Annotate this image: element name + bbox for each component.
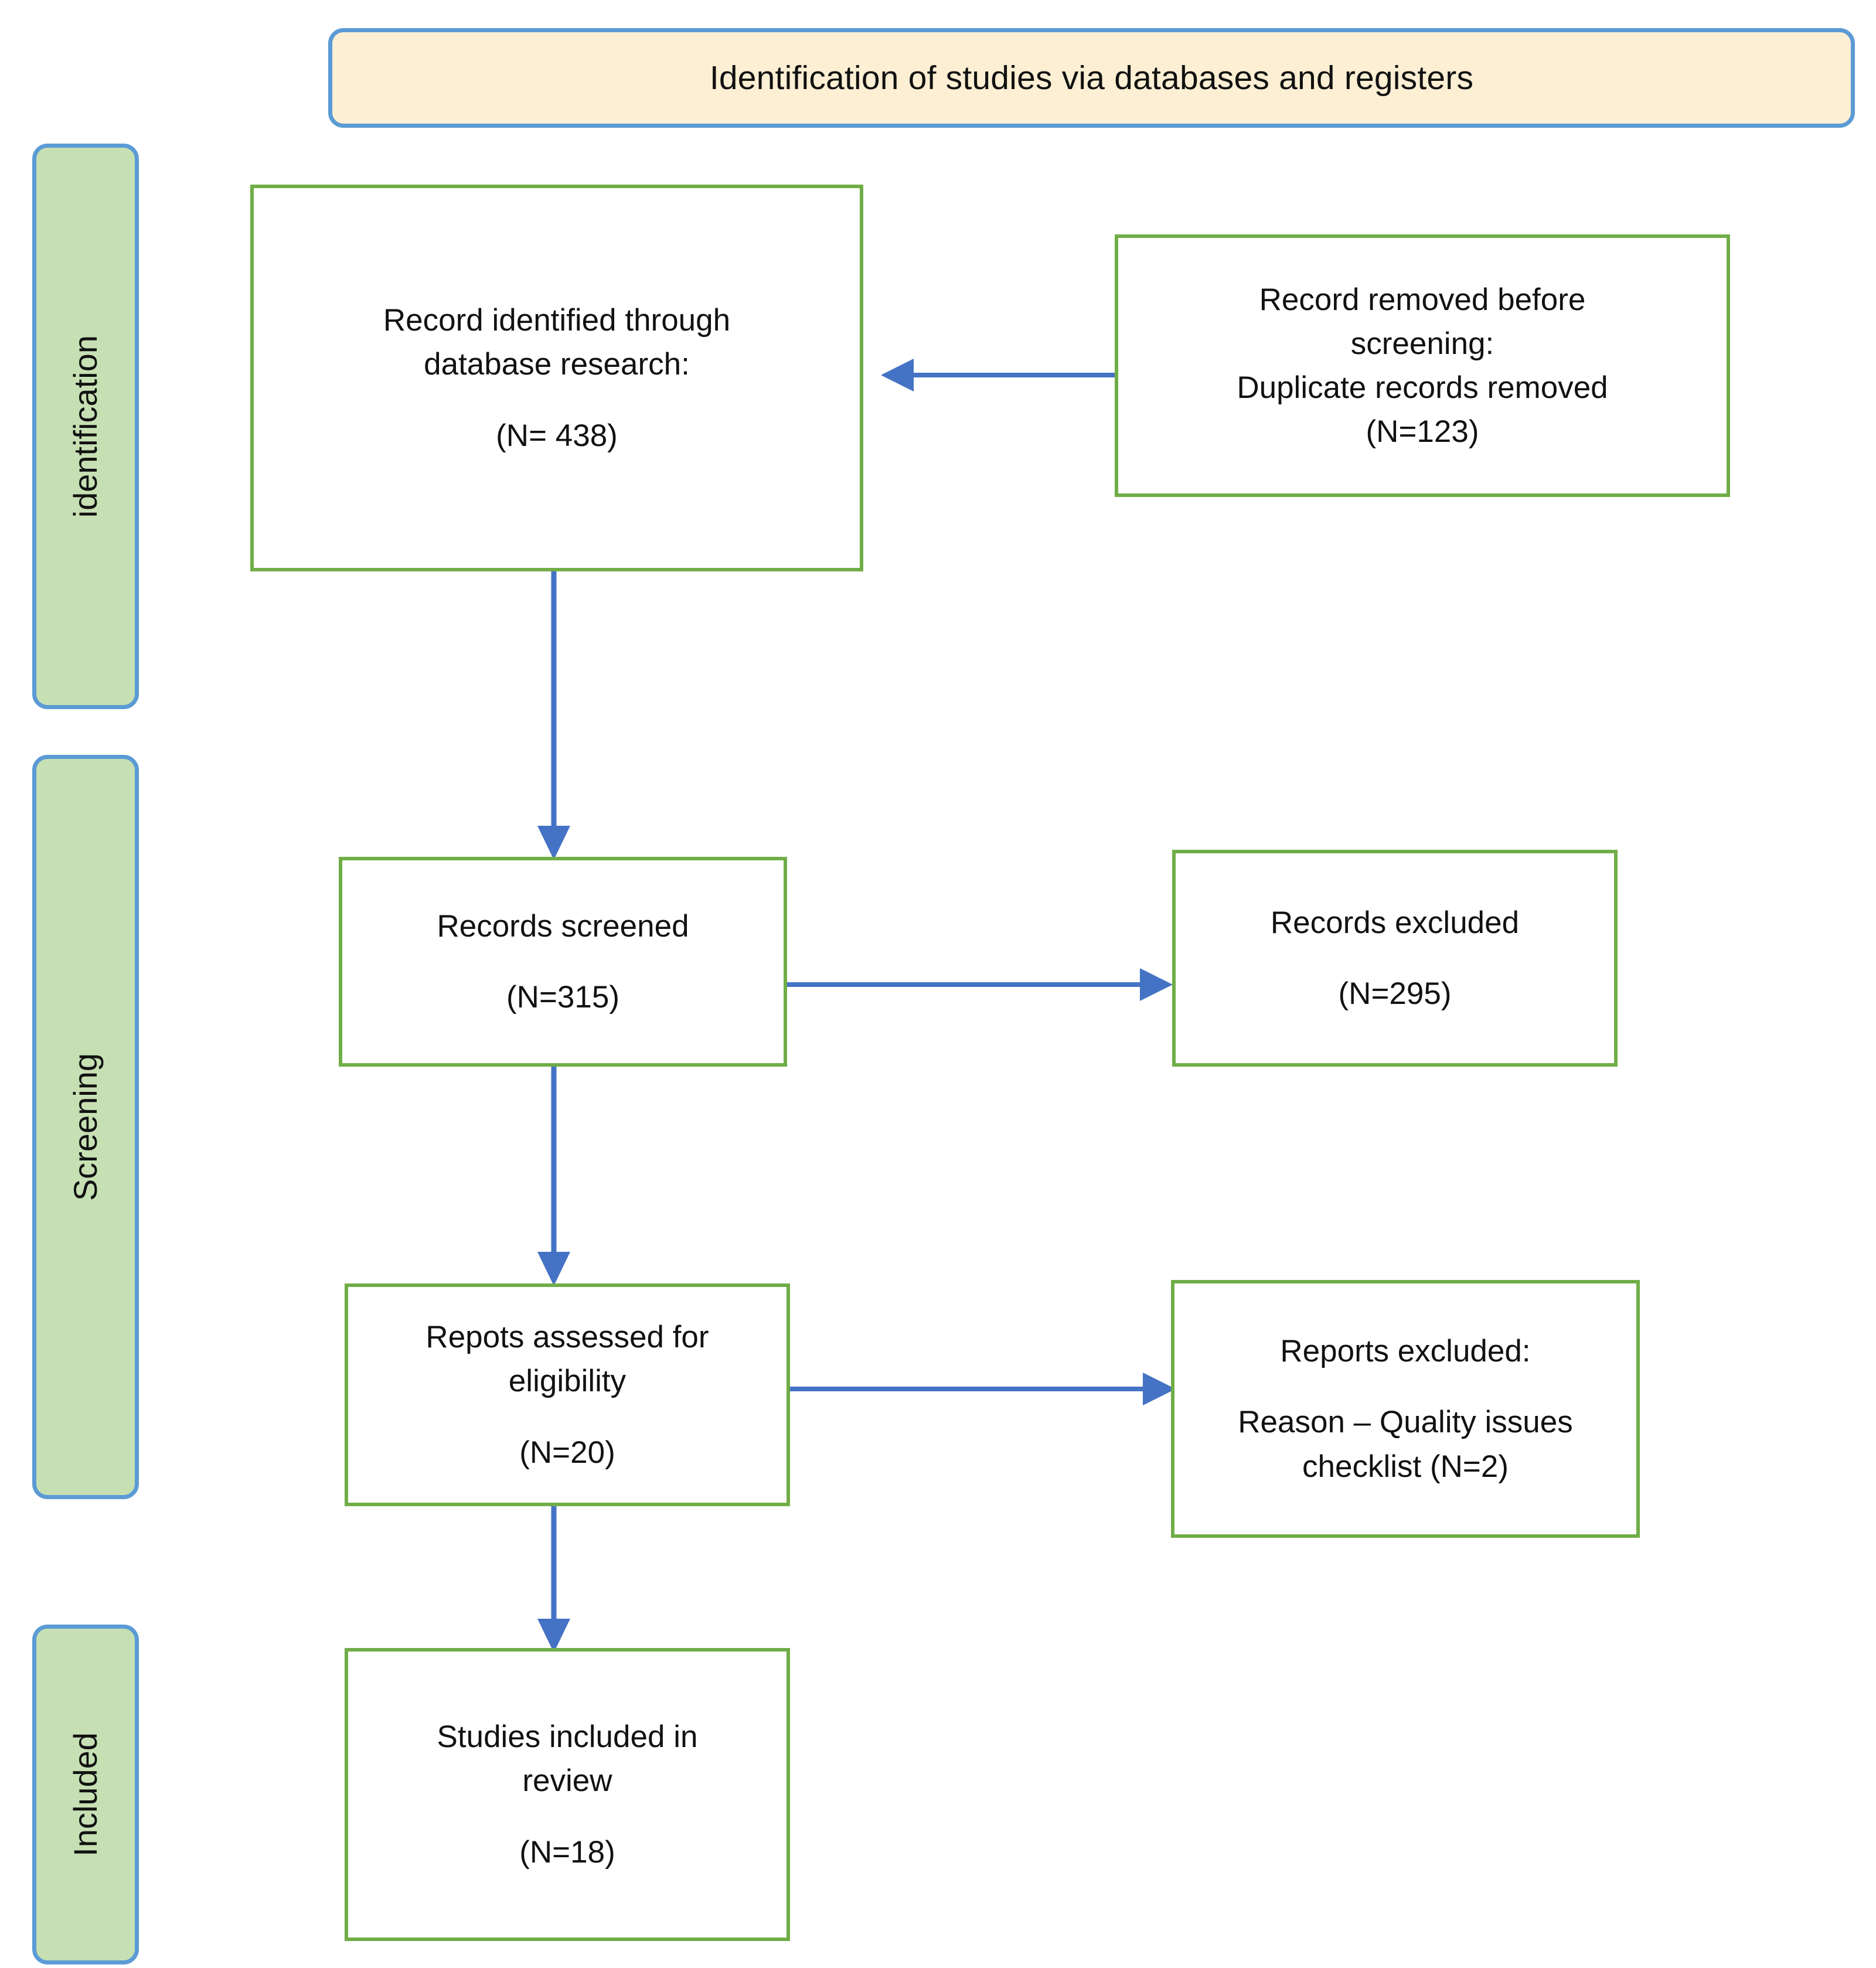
stage-pill-included: Included: [32, 1625, 139, 1964]
diagram-header-banner: Identification of studies via databases …: [328, 28, 1855, 128]
connector-screened-to-excluded: [787, 961, 1180, 1008]
stage-label-identification: identification: [67, 335, 104, 518]
connector-removed-to-identified: [863, 352, 1121, 399]
diagram-title: Identification of studies via databases …: [709, 59, 1474, 97]
box-reports-excluded: Reports excluded: Reason – Quality issue…: [1171, 1280, 1640, 1538]
box-records-screened: Records screened (N=315): [339, 857, 787, 1067]
box-reports-excluded-reason: Reason – Quality issues checklist (N=2): [1238, 1405, 1573, 1484]
connector-eligible-to-reports-excluded: [790, 1366, 1183, 1412]
box-studies-included-count: (N=18): [519, 1834, 615, 1870]
box-reports-assessed-count: (N=20): [519, 1435, 615, 1470]
arrow-left-icon: [881, 359, 1121, 391]
box-records-excluded-count: (N=295): [1338, 976, 1452, 1011]
arrow-down-icon: [537, 1506, 570, 1653]
connector-identified-to-screened: [527, 571, 580, 862]
stage-pill-screening: Screening: [32, 755, 139, 1499]
arrow-down-icon: [537, 571, 570, 860]
box-records-excluded-text: Records excluded: [1270, 905, 1520, 940]
arrow-right-icon: [787, 968, 1173, 1001]
stage-label-screening: Screening: [67, 1053, 104, 1201]
arrow-right-icon: [790, 1373, 1176, 1405]
box-records-screened-count: (N=315): [506, 980, 619, 1014]
box-studies-included-in-review: Studies included in review (N=18): [345, 1648, 790, 1941]
box-records-excluded: Records excluded (N=295): [1172, 850, 1618, 1067]
box-reports-assessed-text: Repots assessed for eligibility: [425, 1320, 709, 1399]
box-records-identified-count: (N= 438): [496, 418, 618, 453]
box-reports-assessed-for-eligibility: Repots assessed for eligibility (N=20): [345, 1283, 790, 1506]
stage-pill-identification: identification: [32, 144, 139, 709]
box-records-identified-text: Record identified through database resea…: [383, 303, 731, 382]
stage-label-included: Included: [67, 1732, 104, 1857]
box-records-identified: Record identified through database resea…: [250, 185, 863, 571]
connector-eligible-to-included: [527, 1506, 580, 1656]
box-records-screened-text: Records screened: [437, 908, 689, 944]
box-studies-included-text: Studies included in review: [437, 1720, 698, 1799]
box-records-removed-before-screening: Record removed before screening: Duplica…: [1115, 234, 1730, 497]
arrow-down-icon: [537, 1067, 570, 1286]
box-reports-excluded-heading: Reports excluded:: [1280, 1334, 1531, 1369]
box-records-removed-text: Record removed before screening: Duplica…: [1237, 282, 1608, 450]
connector-screened-to-eligible: [527, 1067, 580, 1288]
